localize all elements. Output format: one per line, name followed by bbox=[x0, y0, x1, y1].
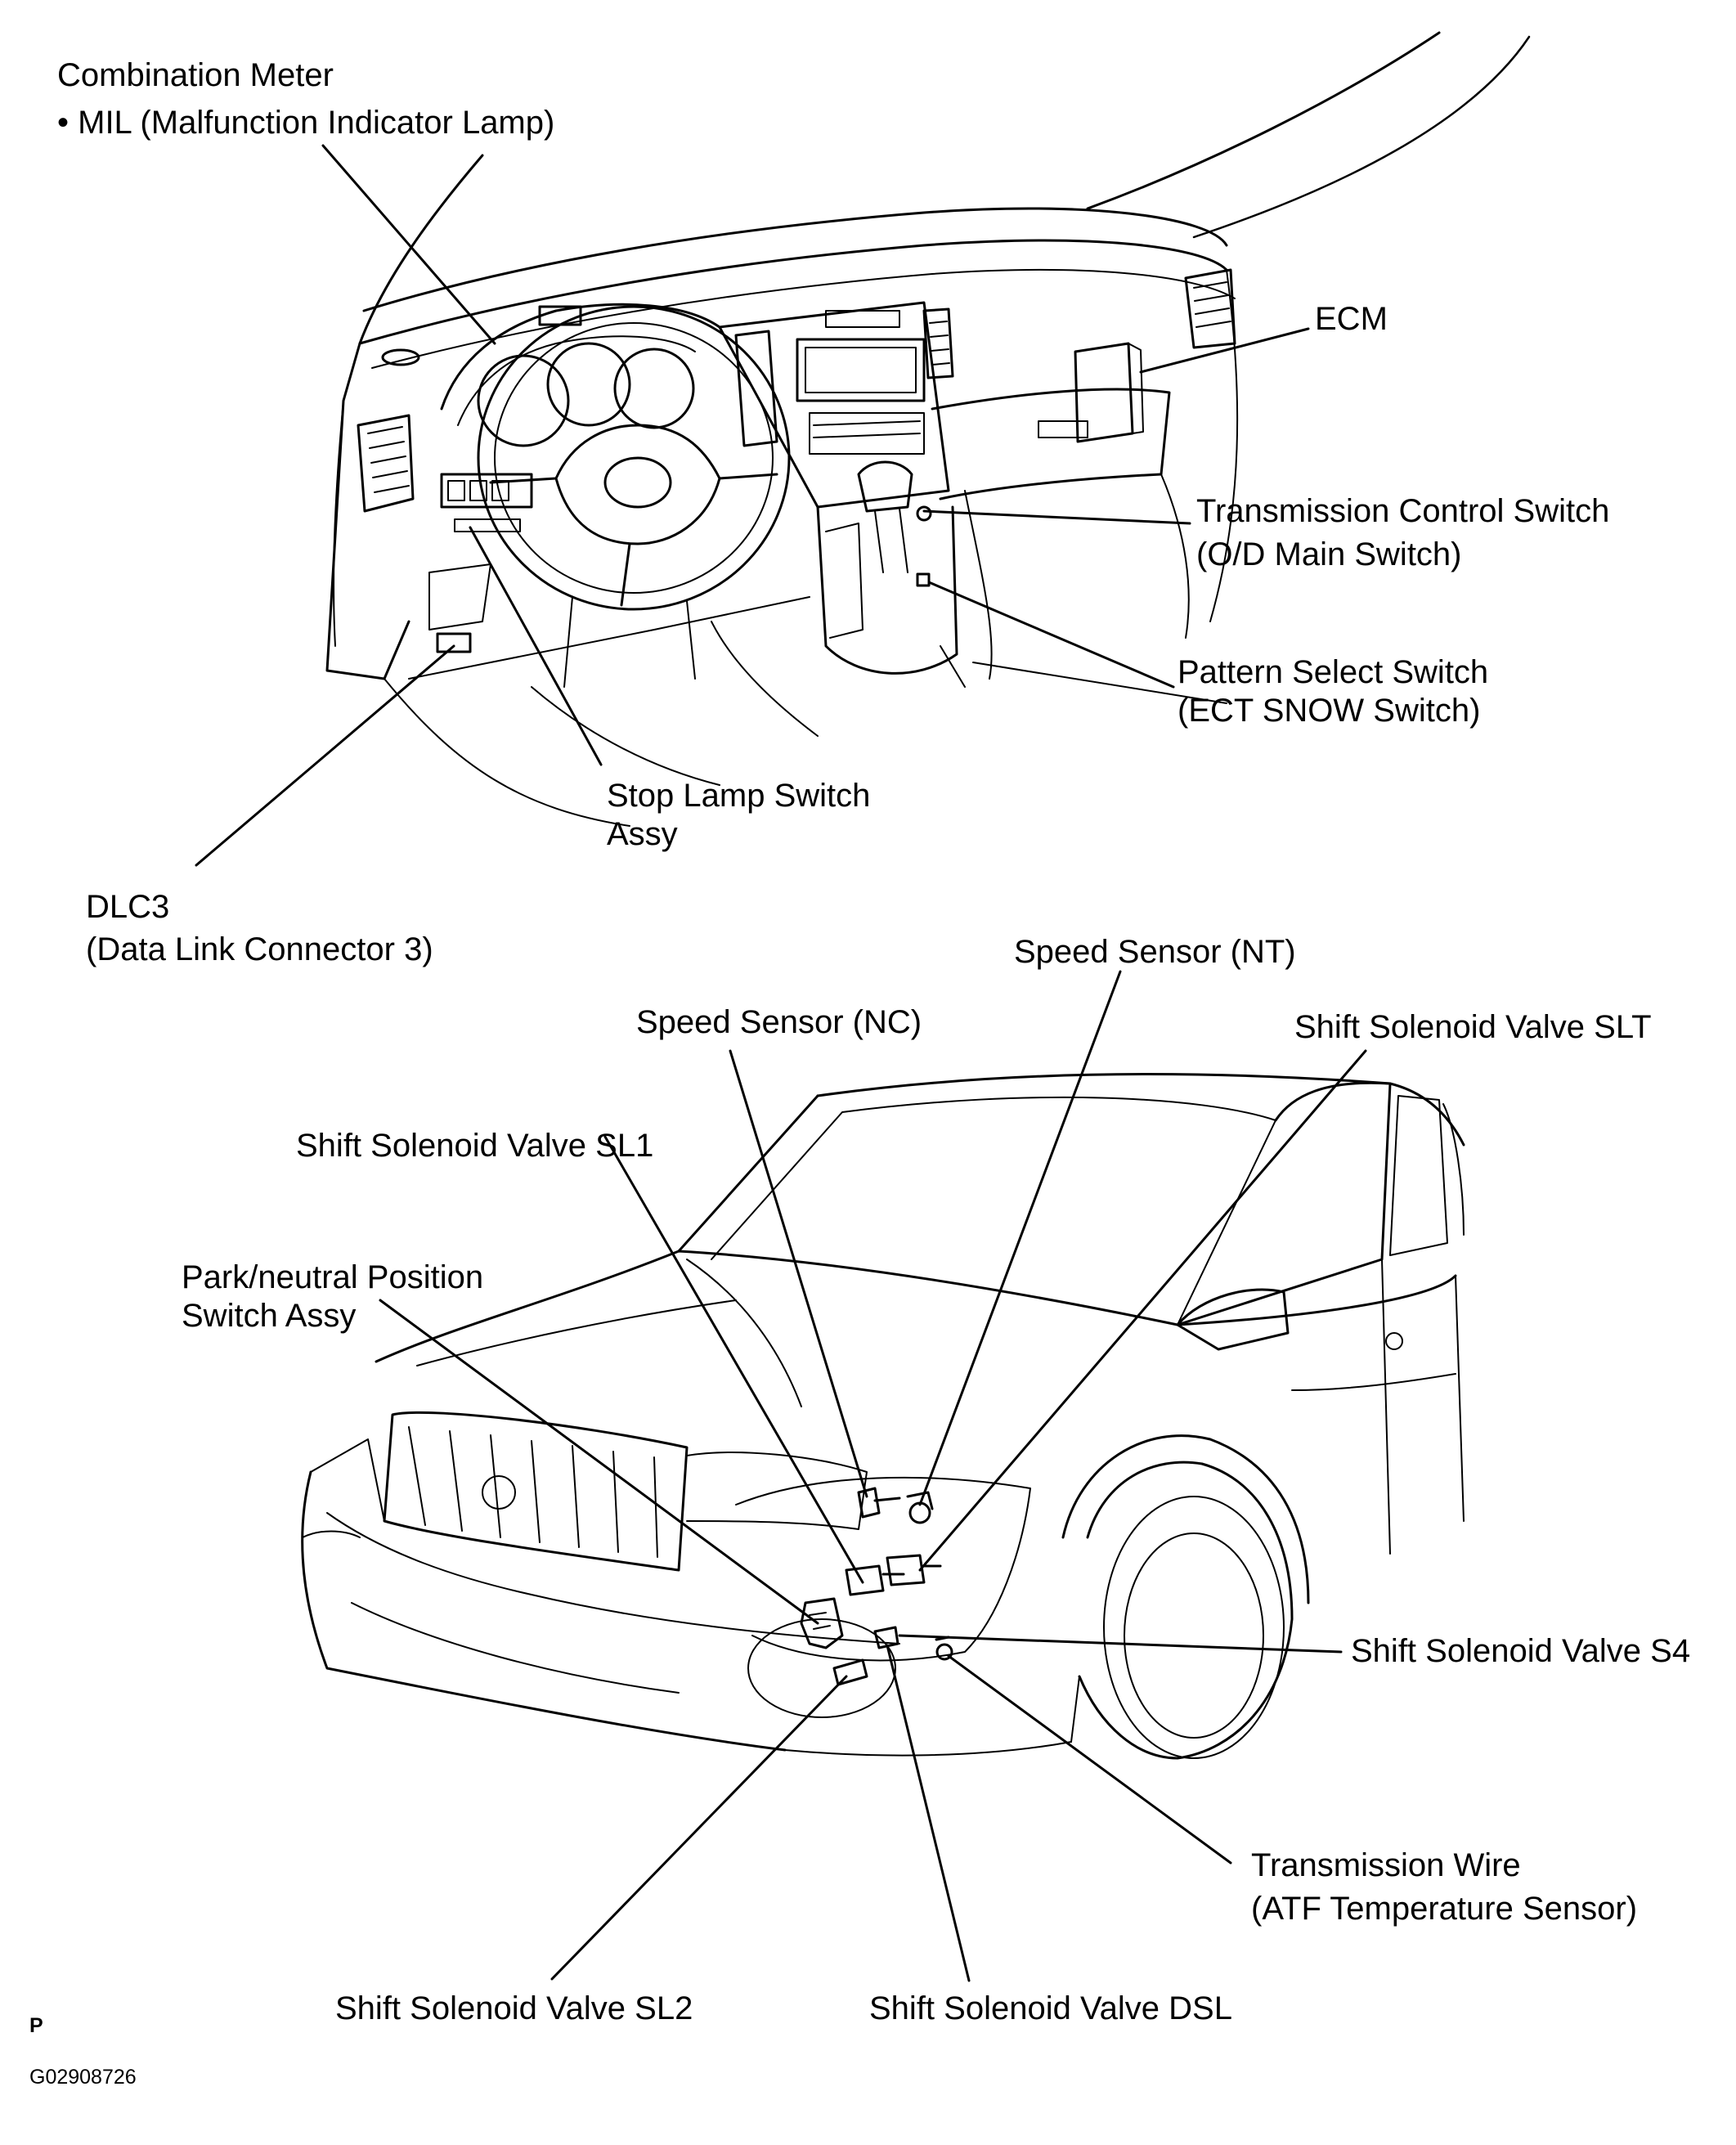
pattern-select-switch-label: Pattern Select Switch bbox=[1178, 654, 1489, 690]
leader-pss bbox=[927, 581, 1175, 689]
park-neutral-part bbox=[800, 1597, 844, 1649]
dsl-part bbox=[873, 1626, 899, 1649]
interior-leader-lines bbox=[195, 144, 1310, 867]
footer-letter: P bbox=[29, 2014, 43, 2037]
dlc3-label: DLC3 bbox=[86, 889, 170, 925]
shift-solenoid-dsl-label: Shift Solenoid Valve DSL bbox=[869, 1990, 1232, 2026]
leader-park-neutral bbox=[379, 1299, 819, 1625]
combination-meter-label: Combination Meter bbox=[57, 57, 334, 93]
leader-dsl bbox=[886, 1644, 971, 1982]
park-neutral-position-label: Park/neutral Position bbox=[182, 1259, 484, 1295]
leader-tcs bbox=[922, 509, 1191, 525]
data-link-connector-label: (Data Link Connector 3) bbox=[86, 931, 433, 967]
shift-solenoid-sl1-label: Shift Solenoid Valve SL1 bbox=[296, 1128, 654, 1164]
park-neutral-switch-assy-label: Switch Assy bbox=[182, 1298, 357, 1334]
sl2-part bbox=[832, 1658, 868, 1686]
od-main-switch-label: (O/D Main Switch) bbox=[1196, 536, 1462, 572]
leader-speed-nc bbox=[729, 1049, 868, 1498]
speed-sensor-nt-label: Speed Sensor (NT) bbox=[1014, 934, 1296, 970]
speed-sensor-nt-part bbox=[908, 1501, 931, 1524]
shift-solenoid-slt-label: Shift Solenoid Valve SLT bbox=[1294, 1009, 1652, 1045]
mil-label: • MIL (Malfunction Indicator Lamp) bbox=[57, 105, 555, 141]
speed-sensor-nc-part bbox=[857, 1487, 881, 1519]
atf-sensor-part bbox=[935, 1643, 953, 1661]
exterior-leader-lines bbox=[379, 970, 1367, 1982]
leader-speed-nt bbox=[918, 970, 1122, 1506]
leader-ecm bbox=[1139, 327, 1310, 374]
transmission-control-switch-label: Transmission Control Switch bbox=[1196, 493, 1610, 529]
stop-lamp-switch-label: Stop Lamp Switch bbox=[607, 778, 871, 814]
leader-dlc3 bbox=[195, 644, 455, 867]
shift-solenoid-s4-label: Shift Solenoid Valve S4 bbox=[1351, 1633, 1691, 1669]
ecm-label: ECM bbox=[1315, 301, 1388, 337]
slt-part bbox=[886, 1554, 926, 1586]
leader-stop-lamp bbox=[469, 526, 603, 766]
leader-mil bbox=[321, 144, 496, 345]
sl1-part bbox=[845, 1564, 885, 1596]
shift-solenoid-sl2-label: Shift Solenoid Valve SL2 bbox=[335, 1990, 693, 2026]
transmission-components bbox=[800, 1487, 953, 1686]
vehicle-illustration bbox=[301, 1073, 1465, 1760]
stop-lamp-switch-assy-label: Assy bbox=[607, 816, 678, 852]
leader-slt bbox=[918, 1049, 1367, 1572]
ect-snow-switch-label: (ECT SNOW Switch) bbox=[1178, 693, 1481, 729]
leader-sl2 bbox=[550, 1675, 848, 1981]
leader-sl1 bbox=[603, 1135, 864, 1584]
atf-temperature-sensor-label: (ATF Temperature Sensor) bbox=[1251, 1891, 1638, 1927]
transmission-wire-label: Transmission Wire bbox=[1251, 1847, 1521, 1883]
leader-s4 bbox=[898, 1634, 1343, 1654]
speed-sensor-nc-label: Speed Sensor (NC) bbox=[636, 1004, 922, 1040]
figure-code: G02908726 bbox=[29, 2066, 137, 2089]
dashboard-illustration bbox=[325, 31, 1531, 827]
leader-transmission-wire bbox=[947, 1654, 1232, 1865]
